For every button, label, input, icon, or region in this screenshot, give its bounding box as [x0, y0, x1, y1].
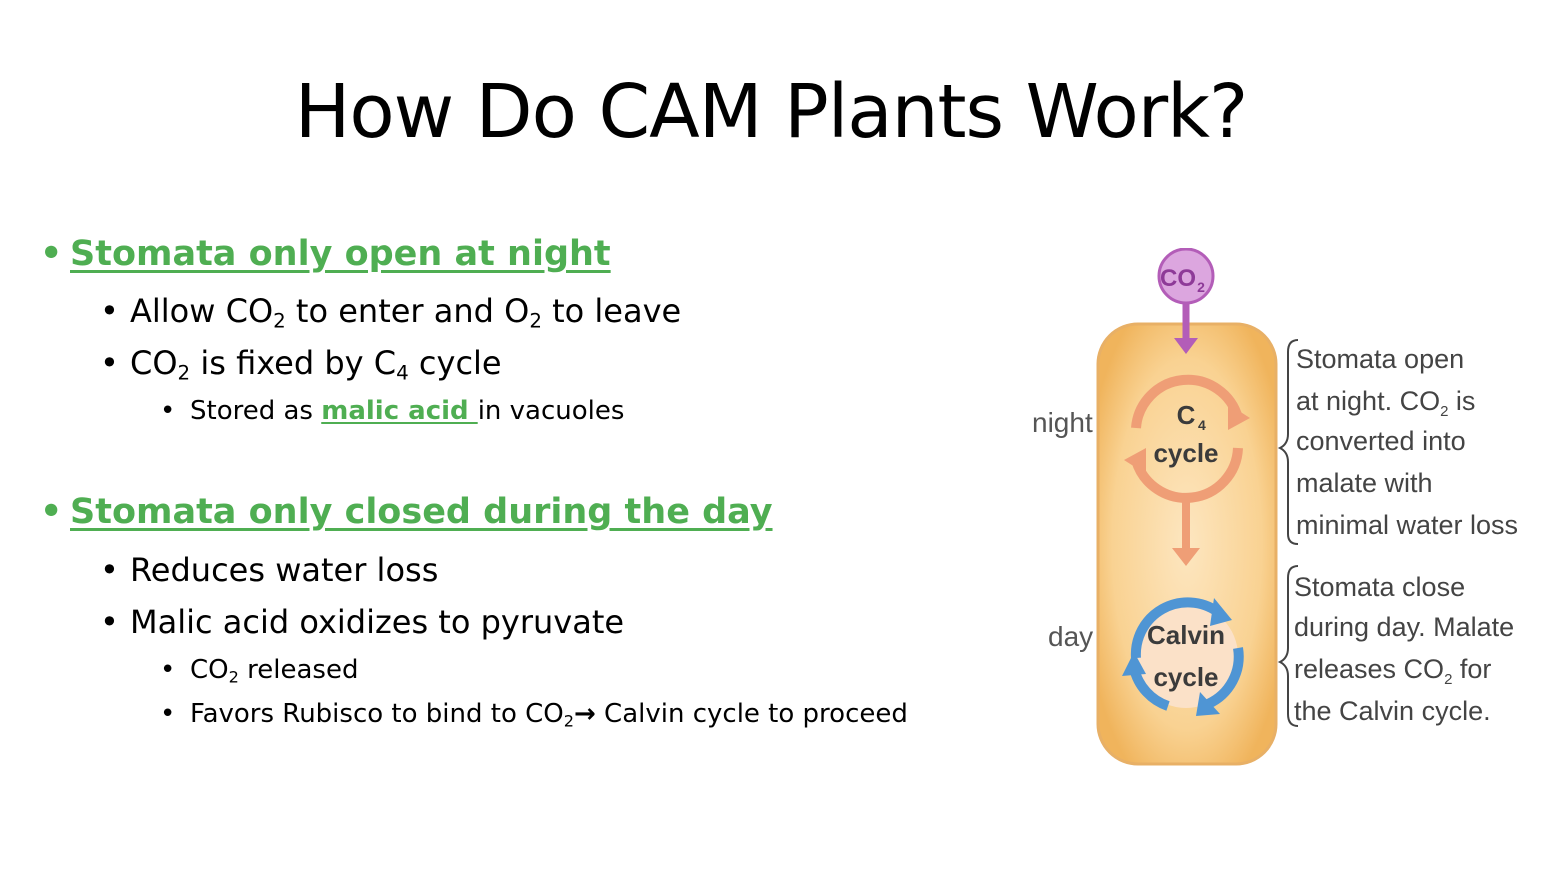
- bullet-co2-fixed: •CO2 is fixed by C4 cycle: [100, 344, 502, 385]
- sub-bullet-stored-malic-acid: •Stored as malic acid in vacuoles: [160, 396, 625, 426]
- svg-text:2: 2: [1197, 279, 1205, 295]
- night-note-bracket: [1277, 339, 1299, 545]
- bullet-malic-acid-oxidizes: •Malic acid oxidizes to pyruvate: [100, 603, 625, 641]
- svg-text:cycle: cycle: [1153, 438, 1218, 468]
- co2-badge: [1157, 248, 1215, 305]
- calvin-cycle-label: Calvin: [1147, 620, 1225, 650]
- svg-text:converted into: converted into: [1296, 426, 1466, 456]
- right-arrow-icon: →: [574, 699, 596, 729]
- sub-bullet-favors-rubisco: •Favors Rubisco to bind to CO2→ Calvin c…: [160, 699, 908, 731]
- heading-stomata-open-night: •Stomata only open at night: [40, 234, 611, 274]
- malic-acid-link[interactable]: malic acid: [321, 396, 478, 426]
- svg-text:4: 4: [1198, 417, 1206, 433]
- bullet-dot: •: [100, 344, 119, 382]
- bullet-allow-co2: •Allow CO2 to enter and O2 to leave: [100, 292, 682, 333]
- svg-text:releases CO2 for: releases CO2 for: [1294, 654, 1491, 688]
- svg-text:minimal water loss.: minimal water loss.: [1296, 510, 1518, 540]
- svg-text:at night. CO2 is: at night. CO2 is: [1296, 386, 1475, 420]
- bullet-dot: •: [100, 603, 119, 641]
- day-note-bracket: [1277, 565, 1299, 727]
- bullet-dot: •: [160, 699, 176, 729]
- day-label: day: [1048, 621, 1093, 652]
- slide-title: How Do CAM Plants Work?: [294, 69, 1249, 155]
- svg-text:Stomata close: Stomata close: [1294, 572, 1465, 602]
- night-label: night: [1032, 407, 1093, 438]
- co2-badge-text: CO: [1160, 265, 1196, 292]
- bullet-reduces-water-loss: •Reduces water loss: [100, 551, 439, 589]
- svg-text:cycle: cycle: [1153, 662, 1218, 692]
- svg-text:the Calvin cycle.: the Calvin cycle.: [1294, 696, 1491, 726]
- bullet-dot: •: [160, 655, 176, 685]
- calvin-cycle-core: [1134, 604, 1238, 708]
- night-note: Stomata open at night. CO2 is converted …: [1296, 344, 1518, 540]
- bullet-dot: •: [160, 396, 176, 426]
- svg-text:malate with: malate with: [1296, 468, 1433, 498]
- svg-text:Stomata open: Stomata open: [1296, 344, 1464, 374]
- bullet-dot: •: [40, 234, 63, 274]
- svg-text:during day. Malate: during day. Malate: [1294, 612, 1514, 642]
- heading-stomata-closed-day: •Stomata only closed during the day: [40, 492, 773, 532]
- bullet-dot: •: [100, 551, 119, 589]
- sub-bullet-co2-released: •CO2 released: [160, 655, 359, 687]
- day-note: Stomata close during day. Malate release…: [1294, 572, 1514, 726]
- bullet-dot: •: [40, 492, 63, 532]
- c4-cycle-arrows: [1131, 374, 1243, 503]
- cam-cycle-diagram: CO 2 C 4 cycle Calvin cycle night day: [1032, 248, 1518, 766]
- bullet-dot: •: [100, 292, 119, 330]
- c4-cycle-label: C: [1177, 400, 1196, 430]
